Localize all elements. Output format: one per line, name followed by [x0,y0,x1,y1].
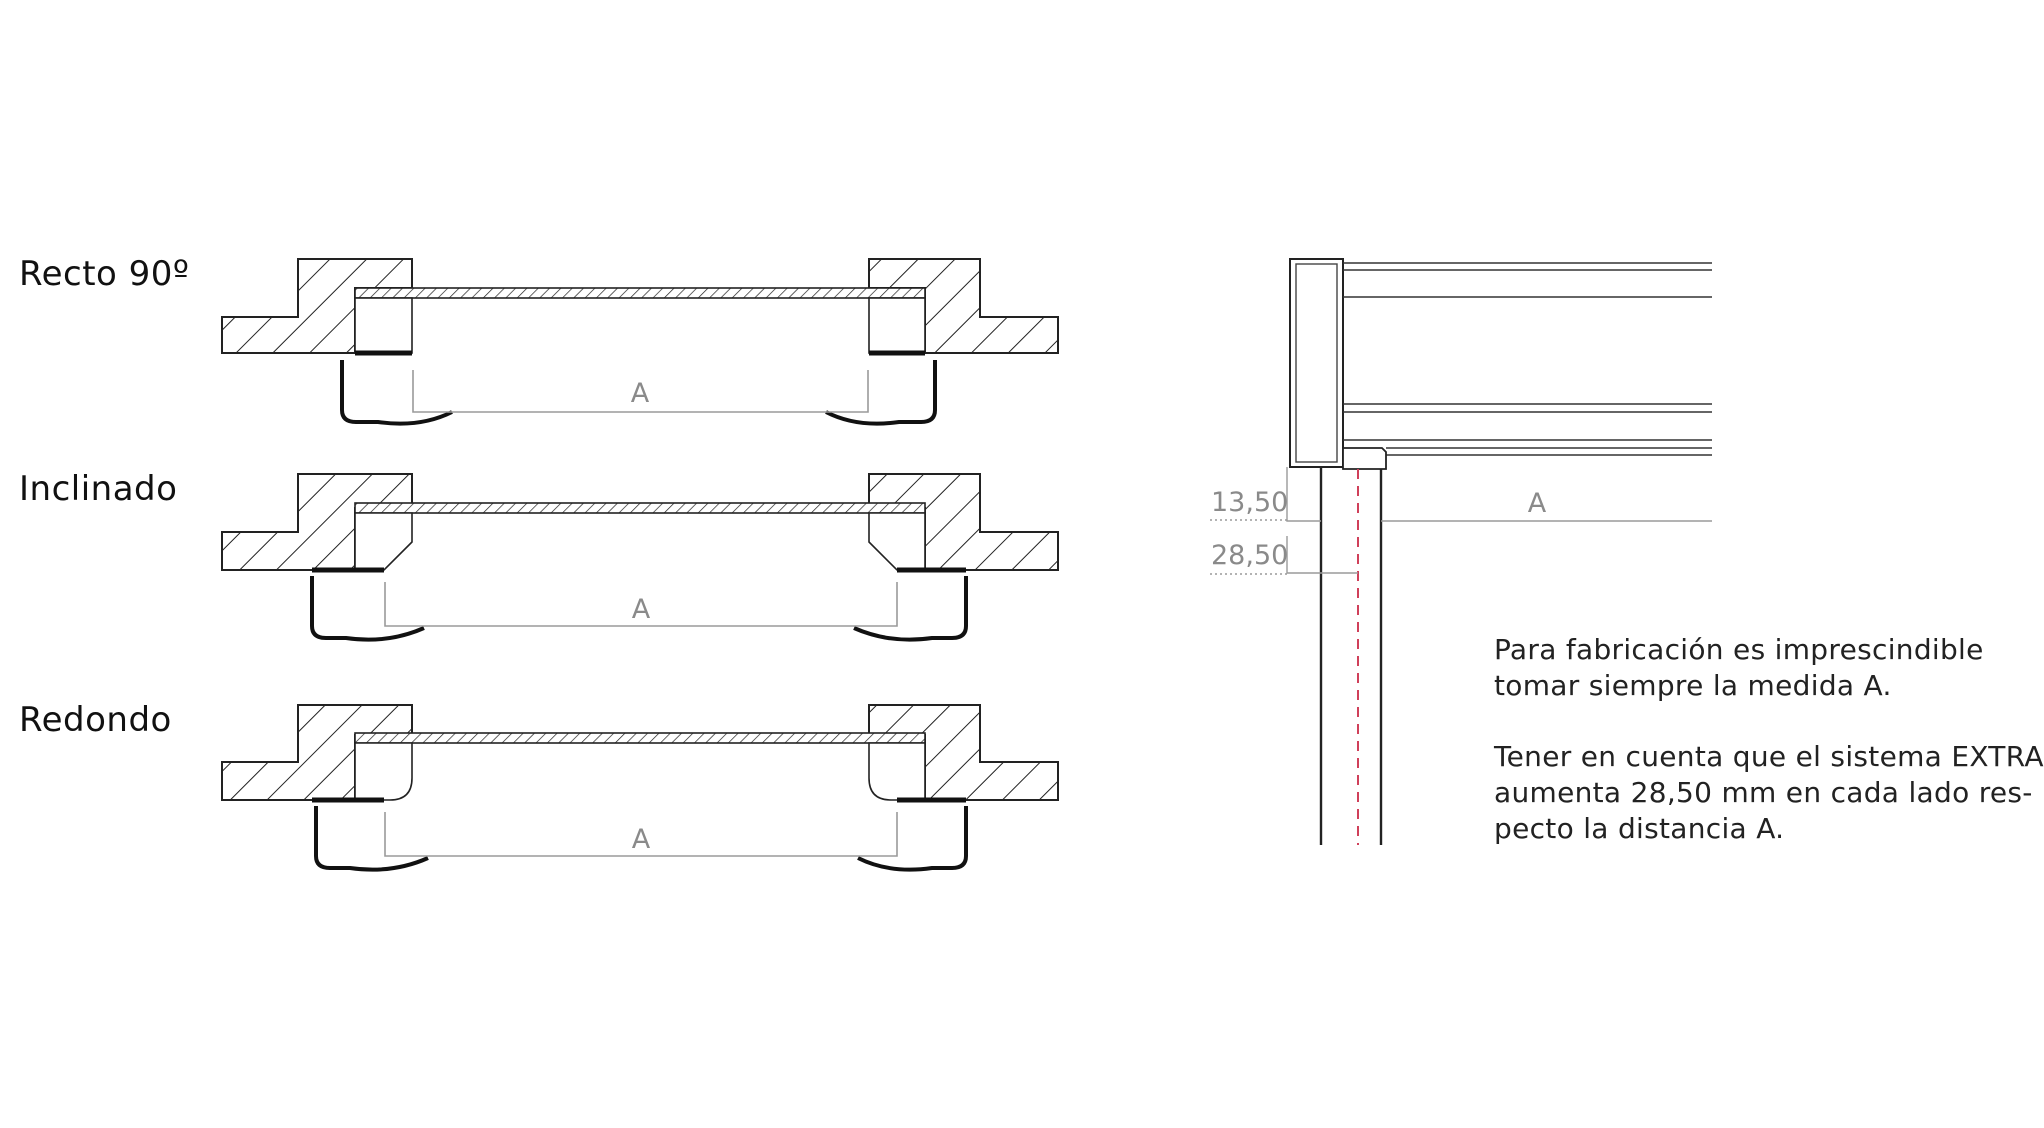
housing [1289,258,1344,468]
dim-label-13-50: 13,50 [1211,487,1288,518]
inner-block-right [868,742,926,801]
diagram-redondo: A [221,704,1059,872]
note-line: tomar siempre la medida A. [1494,669,1892,702]
top-panel [354,502,926,514]
section-label-recto: Recto 90º [19,254,190,294]
diagram-recto: A [221,258,1059,426]
dim-label-28-50: 28,50 [1211,540,1288,571]
dim-label-a: A [1528,488,1547,519]
inner-block-left [354,512,413,571]
note-line: Para fabricación es imprescindible [1494,633,1984,666]
inner-block-right [868,512,926,571]
dim-label-a: A [632,824,651,855]
bracket-right [857,806,968,872]
inner-block-right [868,297,926,354]
dim-label-a: A [632,594,651,625]
note-fabrication: Para fabricación es imprescindible tomar… [1494,632,2014,704]
diagram-side-view: 13,50 28,50 A [1210,258,1712,845]
section-label-redondo: Redondo [19,700,172,740]
top-panel [354,287,926,299]
bracket-right [825,360,937,426]
inner-block-left [354,297,413,354]
bracket-left [314,806,429,872]
top-panel [354,732,926,744]
bracket-left [310,576,425,642]
section-label-inclinado: Inclinado [19,469,178,509]
diagram-inclinado: A [221,473,1059,642]
note-extra-system: Tener en cuenta que el sistema EXTRA aum… [1494,739,2044,847]
bracket-right [853,576,968,642]
note-line: aumenta 28,50 mm en cada lado res- [1494,776,2033,809]
dim-label-a: A [631,378,650,409]
note-line: pecto la distancia A. [1494,812,1785,845]
inner-block-left [354,742,413,801]
note-line: Tener en cuenta que el sistema EXTRA [1494,740,2044,773]
bracket-left [340,360,453,426]
